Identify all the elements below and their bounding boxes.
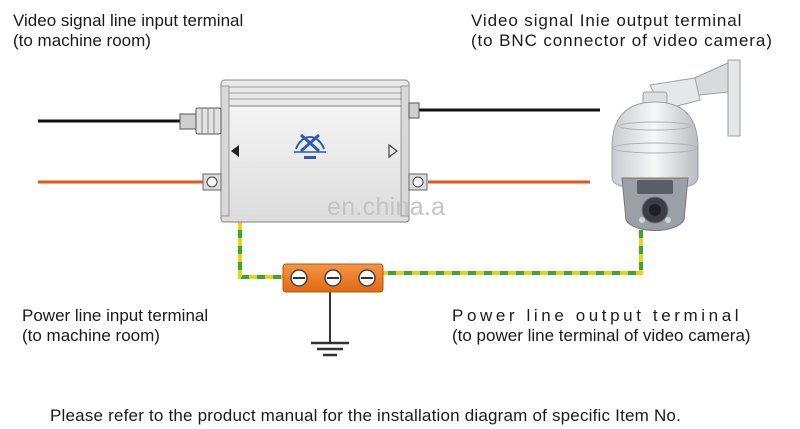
- bnc-output-connector: [408, 102, 420, 119]
- power-input-terminal-screw: [202, 173, 222, 191]
- video-output-label: Video signal Inie output terminal (to BN…: [471, 11, 773, 51]
- output-arrow-icon: [388, 143, 398, 159]
- video-output-label-note: (to BNC connector of video camera): [471, 31, 773, 50]
- surge-protector-device: [179, 79, 428, 223]
- ptz-dome-camera: [611, 59, 741, 231]
- power-output-label: Power line output terminal (to power lin…: [452, 306, 751, 346]
- ground-wire-device: [238, 206, 290, 279]
- video-input-label-title: Video signal line input terminal: [13, 11, 244, 30]
- power-input-label: Power line input terminal (to machine ro…: [22, 306, 208, 346]
- terminal-screw-1: [290, 269, 308, 287]
- video-input-label-note: (to machine room): [13, 31, 151, 50]
- input-arrow-icon: [231, 145, 239, 157]
- power-output-label-title: Power line output terminal: [452, 306, 743, 325]
- earth-ground-symbol: [311, 292, 349, 357]
- power-input-label-title: Power line input terminal: [22, 306, 209, 325]
- watermark: en.china.a: [327, 193, 446, 221]
- terminal-screw-2: [324, 269, 342, 287]
- video-output-label-title: Video signal Inie output terminal: [471, 11, 743, 30]
- power-output-label-note: (to power line terminal of video camera): [452, 326, 751, 345]
- ground-terminal-block: [282, 263, 384, 293]
- power-input-label-note: (to machine room): [22, 326, 160, 345]
- power-output-terminal-screw: [408, 173, 428, 191]
- bnc-input-connector: [179, 107, 222, 135]
- video-input-label: Video signal line input terminal (to mac…: [13, 11, 243, 51]
- footer-note: Please refer to the product manual for t…: [50, 406, 681, 425]
- brand-logo-icon: [294, 133, 326, 159]
- terminal-screw-3: [358, 269, 376, 287]
- ground-wire-camera: [380, 230, 643, 275]
